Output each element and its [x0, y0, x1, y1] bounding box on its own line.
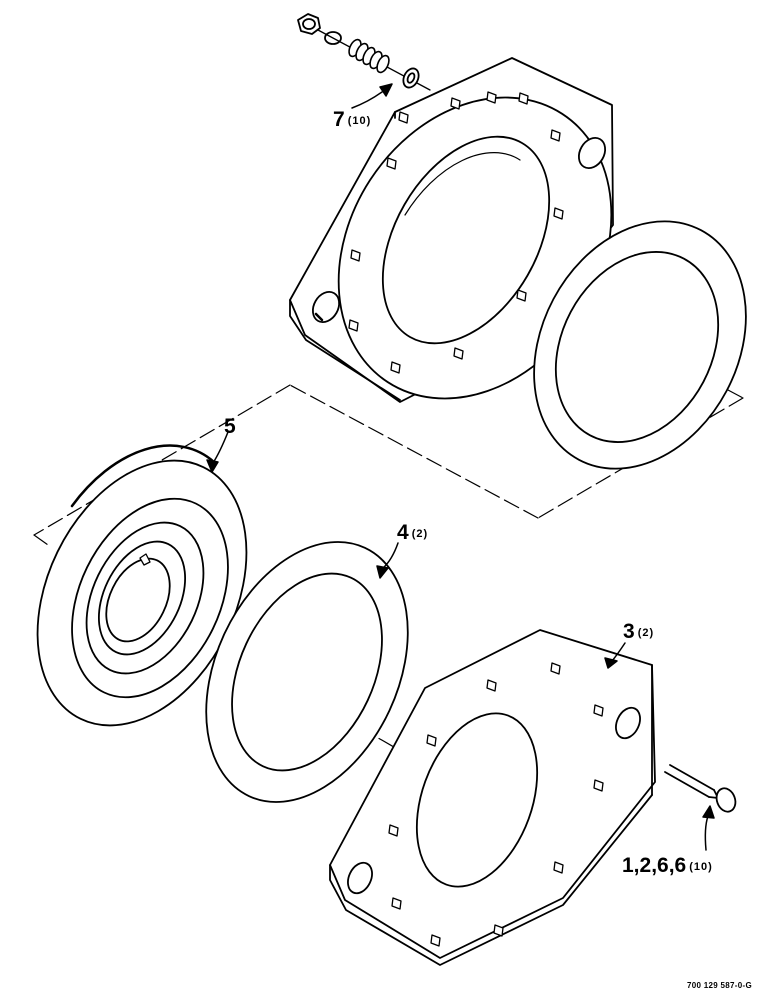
friction-disc [36, 444, 248, 727]
spring-bolt-assembly [297, 13, 431, 91]
callout-friction-disc: 5 [224, 416, 236, 437]
lining-tabs-bottom [388, 662, 604, 947]
leader-arrows [206, 83, 715, 851]
callout-friction-lining: 4(2) [397, 522, 428, 543]
callout-quantity: (2) [637, 627, 655, 639]
friction-lining [205, 541, 409, 803]
callout-spring-assembly: 7(10) [333, 109, 371, 130]
callout-number: 5 [224, 415, 236, 438]
callout-quantity: (10) [347, 115, 372, 127]
callout-quantity: (2) [411, 528, 429, 540]
callout-quantity: (10) [689, 861, 713, 873]
bottom-clutch-plate [329, 629, 656, 966]
callout-number: 4 [397, 521, 409, 544]
right-friction-ring [533, 220, 747, 470]
bolt [664, 764, 737, 813]
callout-clutch-plate: 3(2) [623, 621, 654, 642]
figure-code: 700 129 587-0-G [687, 981, 752, 990]
callout-bolt-set: 1,2,6,6(10) [622, 855, 713, 876]
callout-number: 1,2,6,6 [622, 854, 687, 877]
callout-number: 3 [623, 620, 635, 643]
spring-coil [348, 38, 390, 74]
callout-number: 7 [333, 108, 345, 131]
lining-tabs-top [348, 91, 564, 374]
